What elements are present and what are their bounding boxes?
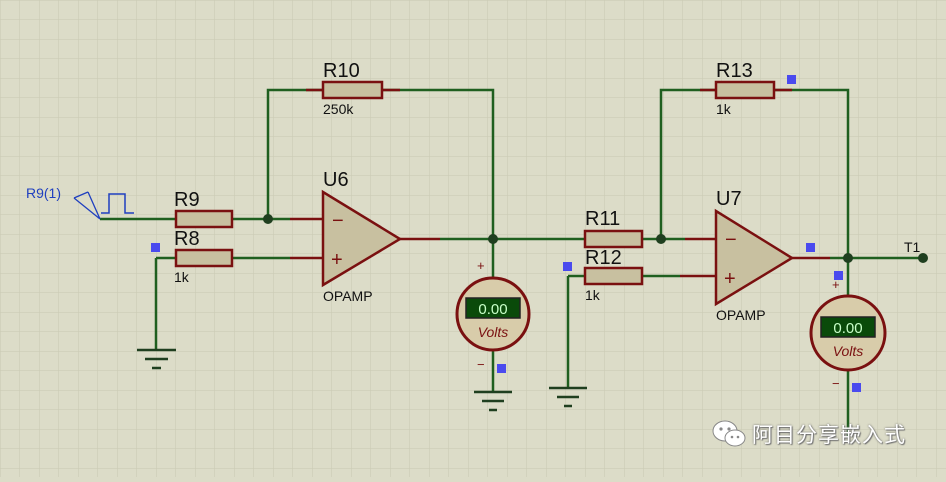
pin-stubs xyxy=(290,88,830,278)
terminal-t1[interactable]: T1 xyxy=(904,239,928,263)
marker-square xyxy=(787,75,796,84)
wechat-icon xyxy=(712,420,746,447)
u6-plus-sign: + xyxy=(331,249,343,271)
terminal-label: T1 xyxy=(904,239,921,255)
voltmeter-1-unit: Volts xyxy=(478,324,509,340)
u6-minus-sign: − xyxy=(332,210,344,232)
junctions xyxy=(263,214,853,263)
r11-ref: R11 xyxy=(585,208,620,230)
marker-square xyxy=(806,243,815,252)
voltmeter-2-minus: − xyxy=(832,376,840,391)
square-pulse-generator-icon[interactable]: R9(1) xyxy=(26,185,134,220)
marker-square xyxy=(151,243,160,252)
r10-value: 250k xyxy=(323,101,354,117)
ground-icon xyxy=(474,390,512,412)
marker-square xyxy=(497,364,506,373)
voltmeter-2-unit: Volts xyxy=(833,343,864,359)
u6-type: OPAMP xyxy=(323,288,373,304)
resistor-r9[interactable] xyxy=(174,209,234,229)
voltmeter-1-plus: + xyxy=(477,258,485,273)
r8-value: 1k xyxy=(174,269,190,285)
u7-type: OPAMP xyxy=(716,307,766,323)
ground-symbols xyxy=(137,348,587,412)
u7-plus-sign: + xyxy=(724,268,736,290)
r13-value: 1k xyxy=(716,101,732,117)
voltmeter-2[interactable]: 0.00 Volts + − xyxy=(809,277,887,391)
r12-value: 1k xyxy=(585,287,601,303)
resistor-r13[interactable] xyxy=(714,80,776,100)
wires xyxy=(100,88,920,438)
voltmeter-2-display: 0.00 xyxy=(833,320,862,337)
marker-square xyxy=(852,383,861,392)
voltmeter-1[interactable]: 0.00 Volts + − xyxy=(455,258,531,372)
marker-square xyxy=(834,271,843,280)
r13-ref: R13 xyxy=(716,60,753,82)
resistor-r11[interactable] xyxy=(583,229,644,249)
selection-markers xyxy=(151,75,861,392)
r9-ref: R9 xyxy=(174,189,200,211)
resistor-r10[interactable] xyxy=(321,80,384,100)
probe-label: R9(1) xyxy=(26,185,61,201)
junction-dot xyxy=(263,214,273,224)
resistor-r8[interactable] xyxy=(174,248,234,268)
voltmeter-1-display: 0.00 xyxy=(478,301,507,318)
watermark: 阿目分享嵌入式 xyxy=(712,419,906,449)
u7-ref: U7 xyxy=(716,188,742,210)
u7-minus-sign: − xyxy=(725,229,737,251)
junction-dot xyxy=(843,253,853,263)
marker-square xyxy=(563,262,572,271)
opamp-u7[interactable]: − + xyxy=(714,208,795,307)
r10-ref: R10 xyxy=(323,60,360,82)
r12-ref: R12 xyxy=(585,247,622,269)
voltmeter-1-minus: − xyxy=(477,357,485,372)
u6-ref: U6 xyxy=(323,169,349,191)
r8-ref: R8 xyxy=(174,228,200,250)
junction-dot xyxy=(656,234,666,244)
watermark-text: 阿目分享嵌入式 xyxy=(752,423,906,447)
voltmeter-2-plus: + xyxy=(832,277,840,292)
junction-dot xyxy=(488,234,498,244)
ground-icon xyxy=(137,348,176,370)
opamp-u6[interactable]: − + xyxy=(321,189,403,288)
resistor-r12[interactable] xyxy=(583,266,644,286)
ground-icon xyxy=(549,386,587,408)
